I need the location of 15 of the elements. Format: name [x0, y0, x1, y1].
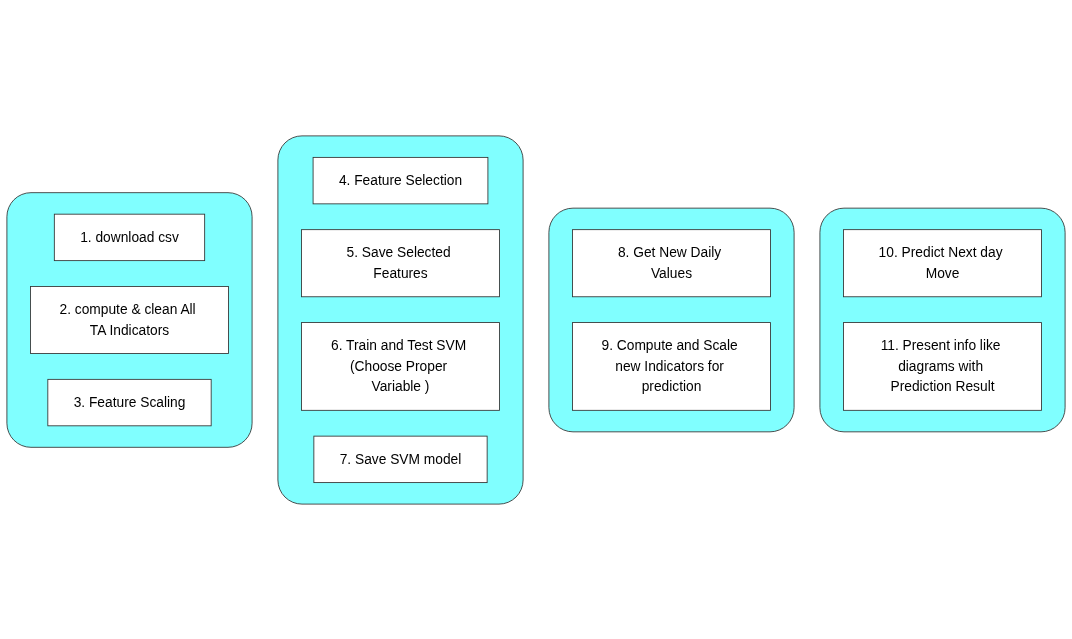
node-box: 1. download csv	[53, 213, 206, 261]
node-box: 6. Train and Test SVM (Choose Proper Variable )	[301, 321, 500, 411]
node-box: 11. Present info like diagrams with Prediction Result	[843, 321, 1042, 411]
node-box: 3. Feature Scaling	[47, 378, 212, 426]
cluster	[277, 134, 524, 505]
node-box: 8. Get New Daily Values	[572, 228, 771, 297]
node-box: 9. Compute and Scale new Indicators for prediction	[572, 321, 771, 411]
cluster	[819, 207, 1066, 432]
node-box: 4. Feature Selection	[312, 156, 489, 204]
node-box: 10. Predict Next day Move	[843, 228, 1042, 297]
node-box: 5. Save Selected Features	[301, 228, 500, 297]
node-box: 2. compute & clean All TA Indicators	[30, 285, 229, 354]
cluster	[548, 207, 795, 432]
cluster	[6, 191, 253, 448]
node-box: 7. Save SVM model	[313, 435, 488, 483]
